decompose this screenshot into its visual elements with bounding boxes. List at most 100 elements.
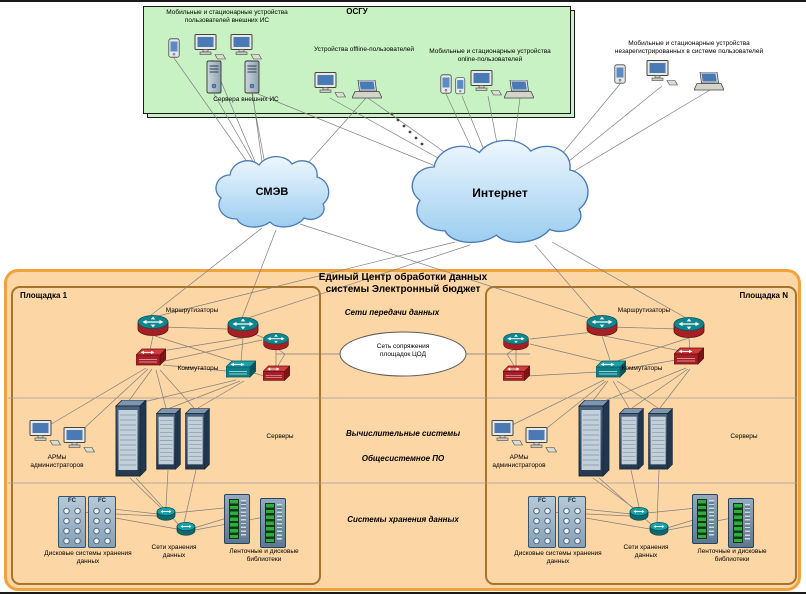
tape-slots xyxy=(733,503,743,543)
disk-grid xyxy=(91,506,113,544)
server-tower-icon xyxy=(244,60,260,94)
compute-zone-label: Вычислительные системы xyxy=(345,429,461,438)
tape-panel xyxy=(241,500,246,538)
site1-tape-label: Ленточные и дисковые библиотеки xyxy=(229,548,299,563)
zone-separator-line xyxy=(8,397,797,484)
laptop-icon xyxy=(694,72,724,91)
siteN-box xyxy=(485,286,797,585)
desktop-icon xyxy=(230,34,262,60)
site1-san-label: Сети хранения данных xyxy=(151,544,197,559)
server-rack-icon xyxy=(578,400,610,477)
san-switch-icon xyxy=(176,521,196,536)
siteN-routers-label: Маршрутизаторы xyxy=(617,307,671,314)
site1-title: Площадка 1 xyxy=(20,291,68,300)
server-rack-icon xyxy=(115,400,147,477)
phone-icon xyxy=(440,74,452,94)
disk-grid xyxy=(531,506,553,544)
disk-array-icon: FC xyxy=(58,496,86,548)
interconnect-ellipse xyxy=(339,331,467,377)
server-rack-icon xyxy=(156,408,181,470)
phone-icon xyxy=(614,64,626,84)
server-rack-icon xyxy=(619,408,644,470)
desktop-icon xyxy=(470,70,502,96)
switch-icon xyxy=(674,347,704,365)
site1-switches-label: Коммутаторы xyxy=(177,365,219,372)
router-icon xyxy=(673,316,705,339)
desktop-icon xyxy=(194,34,226,60)
tape-slots xyxy=(265,503,275,543)
phone-icon xyxy=(455,77,466,95)
disk-grid xyxy=(61,506,83,544)
online-users-label: Мобильные и стационарные устройства onli… xyxy=(429,48,551,63)
disk-array-icon: FC xyxy=(88,496,116,548)
site1-routers-label: Маршрутизаторы xyxy=(165,307,219,314)
switch-icon xyxy=(226,360,256,378)
san-switch-icon xyxy=(156,506,176,521)
admin-workstation-icon xyxy=(525,427,557,453)
san-switch-icon xyxy=(649,521,669,536)
desktop-icon xyxy=(646,60,678,86)
siteN-tape-label: Ленточные и дисковые библиотеки xyxy=(697,548,767,563)
tape-panel xyxy=(709,500,714,538)
switch-icon xyxy=(136,348,166,366)
router-icon xyxy=(263,332,289,351)
siteN-san-label: Сети хранения данных xyxy=(623,544,669,559)
router-icon xyxy=(503,332,529,351)
switch-icon xyxy=(503,365,530,381)
site1-admins-label: АРМы администраторов xyxy=(30,454,84,469)
internet-cloud xyxy=(411,139,589,243)
disk-grid xyxy=(561,506,583,544)
server-rack-icon xyxy=(185,408,210,470)
offline-users-label: Устройства offline-пользователей xyxy=(313,46,415,53)
siteN-admins-label: АРМы администраторов xyxy=(492,454,546,469)
phone-icon xyxy=(168,38,180,58)
tape-library-icon xyxy=(692,494,718,544)
siteN-disk-systems-label: Дисковые системы хранения данных xyxy=(514,550,602,565)
tape-panel xyxy=(277,504,282,542)
unregistered-users-label: Мобильные и стационарные устройства неза… xyxy=(614,40,764,55)
external-servers-label: Сервера внешних ИС xyxy=(213,96,279,103)
laptop-icon xyxy=(352,80,382,99)
fc-label: FC xyxy=(568,497,576,504)
fc-label: FC xyxy=(68,497,76,504)
siteN-title: Площадка N xyxy=(739,291,788,300)
tape-library-icon xyxy=(728,498,754,548)
laptop-icon xyxy=(504,80,534,99)
siteN-switches-label: Коммутаторы xyxy=(621,365,663,372)
server-tower-icon xyxy=(206,60,222,94)
datacenter-title-line1: Единый Центр обработки данных xyxy=(318,272,488,283)
fc-label: FC xyxy=(538,497,546,504)
disk-array-icon: FC xyxy=(558,496,586,548)
siteN-servers-label: Серверы xyxy=(730,433,758,440)
desktop-icon xyxy=(314,72,346,98)
network-zone-label: Сети передачи данных xyxy=(344,308,440,317)
tape-slots xyxy=(229,499,239,539)
disk-array-icon: FC xyxy=(528,496,556,548)
internet-cloud-label: Интернет xyxy=(472,186,528,200)
router-icon xyxy=(586,314,618,337)
interconnect-label: Сеть сопряжения площадок ЦОД xyxy=(376,343,430,358)
datacenter-title-line2: системы Электронный бюджет xyxy=(325,284,481,295)
smev-cloud xyxy=(215,155,330,228)
tape-library-icon xyxy=(224,494,250,544)
osgu-title: ОСГУ xyxy=(346,7,368,16)
external-users-label: Мобильные и стационарные устройства поль… xyxy=(166,9,288,24)
ellipsis-dots xyxy=(390,112,424,146)
smev-cloud-label: СМЭВ xyxy=(255,186,289,198)
connection-lines xyxy=(47,57,744,531)
router-icon xyxy=(137,314,169,337)
site1-servers-label: Серверы xyxy=(266,433,294,440)
site1-box xyxy=(11,286,321,585)
tape-library-icon xyxy=(260,498,286,548)
switch-icon xyxy=(263,365,290,381)
admin-workstation-icon xyxy=(63,427,95,453)
tape-panel xyxy=(745,504,750,542)
storage-zone-label: Системы хранения данных xyxy=(347,515,459,524)
admin-workstation-icon xyxy=(29,420,61,446)
router-icon xyxy=(227,316,259,339)
software-zone-label: Общесистемное ПО xyxy=(361,454,445,463)
site1-disk-systems-label: Дисковые системы хранения данных xyxy=(44,550,132,565)
fc-label: FC xyxy=(98,497,106,504)
